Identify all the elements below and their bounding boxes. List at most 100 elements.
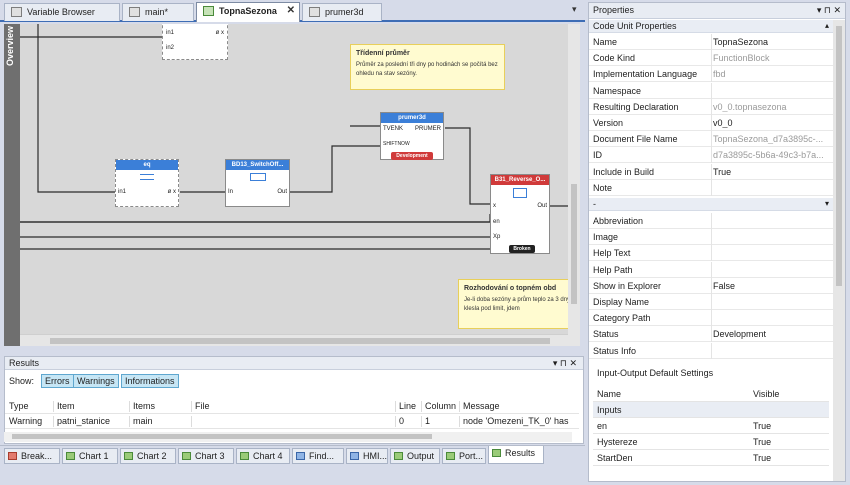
canvas-horizontal-scrollbar[interactable]: [20, 334, 568, 346]
tab-chart-3[interactable]: Chart 3: [178, 448, 234, 464]
tab-ports[interactable]: Port...: [442, 448, 486, 464]
property-row-note[interactable]: Note: [589, 179, 833, 196]
property-row-help-text[interactable]: Help Text: [589, 245, 833, 262]
property-row-namespace[interactable]: Namespace: [589, 82, 833, 99]
output-pin[interactable]: ø x: [167, 189, 176, 195]
property-value[interactable]: FunctionBlock: [713, 53, 770, 64]
tab-chart-1[interactable]: Chart 1: [62, 448, 118, 464]
scrollbar-thumb[interactable]: [12, 434, 432, 439]
comment-note-average[interactable]: Třídenní průměr Průměr za poslední tři d…: [350, 44, 505, 90]
property-value[interactable]: v0_0.topnasezona: [713, 101, 787, 112]
property-row-help-path[interactable]: Help Path: [589, 261, 833, 278]
property-row-status-info[interactable]: Status Info: [589, 342, 833, 359]
panel-menu-icon[interactable]: ▾ ⊓ ✕: [552, 358, 577, 368]
output-pin-prumer[interactable]: PRUMER: [414, 126, 441, 132]
tab-main[interactable]: main*: [122, 3, 194, 21]
input-pin-in1[interactable]: in1: [118, 189, 127, 195]
tab-breakpoints[interactable]: Break...: [4, 448, 60, 464]
io-row-en[interactable]: en True: [593, 418, 829, 434]
input-pin-en[interactable]: en: [493, 219, 500, 225]
function-block-switchoff[interactable]: BD13_SwitchOff... In Out: [225, 159, 290, 207]
property-value[interactable]: True: [713, 166, 732, 177]
function-block-eq[interactable]: eq in1 ø x: [115, 159, 179, 207]
column-header-item[interactable]: Item: [53, 401, 75, 412]
output-pin-out[interactable]: Out: [277, 189, 287, 195]
column-header-name[interactable]: Name: [597, 389, 622, 399]
column-header-file[interactable]: File: [191, 401, 210, 412]
tab-prumer3d[interactable]: prumer3d: [302, 3, 382, 21]
output-pin-out[interactable]: Out: [537, 203, 547, 209]
close-icon[interactable]: ✕: [286, 5, 295, 16]
input-pin-in2[interactable]: in2: [166, 45, 175, 51]
tab-list-dropdown-icon[interactable]: ▾: [572, 4, 577, 14]
section-code-unit-properties[interactable]: Code Unit Properties▴: [589, 20, 833, 33]
property-value[interactable]: Development: [713, 329, 767, 340]
cell-items: main: [129, 416, 153, 427]
table-row[interactable]: Warning patni_stanice main 0 1 node 'Ome…: [5, 414, 579, 429]
input-pin-xp[interactable]: Xp: [493, 234, 501, 240]
tab-variable-browser[interactable]: Variable Browser: [4, 3, 120, 21]
column-header-line[interactable]: Line: [395, 401, 416, 412]
diagram-canvas[interactable]: in1 in2 ø x Třídenní průměr Průměr za po…: [20, 24, 580, 334]
collapse-icon[interactable]: ▾: [824, 199, 829, 208]
input-pin-tvenk[interactable]: TVENK: [383, 126, 404, 132]
property-value[interactable]: d7a3895c-5b6a-49c3-b7a...: [713, 150, 824, 161]
informations-filter-button[interactable]: Informations: [121, 374, 179, 388]
tab-chart-2[interactable]: Chart 2: [120, 448, 176, 464]
property-row-abbreviation[interactable]: Abbreviation: [589, 213, 833, 229]
function-block-reverse[interactable]: B31_Reverse_O... Out x en Xp Broken: [490, 174, 550, 254]
properties-vertical-scrollbar[interactable]: [833, 20, 845, 481]
tab-topnasezona[interactable]: TopnaSezona ✕: [196, 2, 300, 22]
io-row-startden[interactable]: StartDen True: [593, 450, 829, 466]
property-value[interactable]: v0_0: [713, 118, 733, 128]
panel-menu-icon[interactable]: ▾ ⊓ ✕: [816, 5, 841, 15]
results-horizontal-scrollbar[interactable]: [4, 432, 572, 442]
property-value[interactable]: False: [713, 280, 736, 291]
io-row-hystereze[interactable]: Hystereze True: [593, 434, 829, 450]
canvas-vertical-scrollbar[interactable]: [568, 24, 580, 346]
collapse-icon[interactable]: ▴: [824, 21, 829, 30]
property-value[interactable]: TopnaSezona: [713, 37, 769, 47]
input-pin-in1[interactable]: in1: [166, 30, 175, 36]
tab-chart-4[interactable]: Chart 4: [236, 448, 290, 464]
property-row-image[interactable]: Image: [589, 229, 833, 246]
scrollbar-thumb[interactable]: [836, 26, 842, 286]
column-header-type[interactable]: Type: [9, 401, 29, 411]
tab-output[interactable]: Output: [390, 448, 440, 464]
warnings-filter-button[interactable]: Warnings: [73, 374, 119, 388]
errors-filter-button[interactable]: Errors: [41, 374, 74, 388]
section-extra-properties[interactable]: -▾: [589, 198, 833, 211]
tab-results[interactable]: Results: [488, 446, 544, 464]
scrollbar-thumb[interactable]: [50, 338, 550, 344]
column-header-items[interactable]: Items: [129, 401, 155, 412]
property-value[interactable]: fbd: [713, 69, 726, 80]
scrollbar-thumb[interactable]: [571, 184, 577, 304]
input-pin-in[interactable]: In: [228, 189, 234, 195]
function-block-prumer3d[interactable]: prumer3d TVENK PRUMER SHIFTNOW Developme…: [380, 112, 444, 160]
column-header-message[interactable]: Message: [459, 401, 577, 412]
input-pin-x[interactable]: x: [493, 203, 496, 209]
overview-panel-toggle[interactable]: Overview: [4, 24, 20, 346]
property-row-display-name[interactable]: Display Name: [589, 294, 833, 310]
io-group-inputs[interactable]: Inputs: [593, 402, 829, 418]
input-pin-shiftnow[interactable]: SHIFTNOW: [383, 141, 410, 147]
property-value[interactable]: TopnaSezona_d7a3895c-...: [713, 134, 824, 145]
comment-note-decision[interactable]: Rozhodování o topném obd Je-li doba sezó…: [458, 279, 580, 329]
tab-find[interactable]: Find...: [292, 448, 344, 464]
column-header-visible[interactable]: Visible: [753, 389, 780, 399]
function-block-top[interactable]: in1 in2 ø x: [162, 24, 228, 60]
tab-hmi[interactable]: HMI...: [346, 448, 388, 464]
property-row-category-path[interactable]: Category Path: [589, 310, 833, 327]
column-header-column[interactable]: Column: [421, 401, 456, 412]
output-pin[interactable]: ø x: [215, 30, 224, 36]
